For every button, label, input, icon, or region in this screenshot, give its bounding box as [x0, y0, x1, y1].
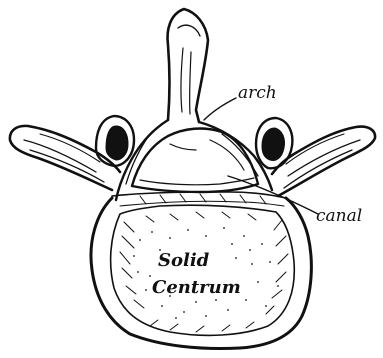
right-transverse-process [272, 127, 375, 196]
canal-label: canal [316, 206, 362, 226]
arch-pointer [204, 98, 236, 120]
centrum-label: Centrum [152, 277, 241, 298]
left-transverse-process [10, 126, 120, 190]
spinous-process [168, 9, 208, 122]
right-articular-facet [256, 118, 292, 168]
vertebral-canal [132, 129, 258, 192]
left-articular-facet [96, 116, 134, 166]
centrum [91, 198, 311, 348]
solid-label: Solid [158, 250, 210, 271]
pedicle-strip [112, 192, 286, 206]
arch-label: arch [238, 83, 277, 103]
